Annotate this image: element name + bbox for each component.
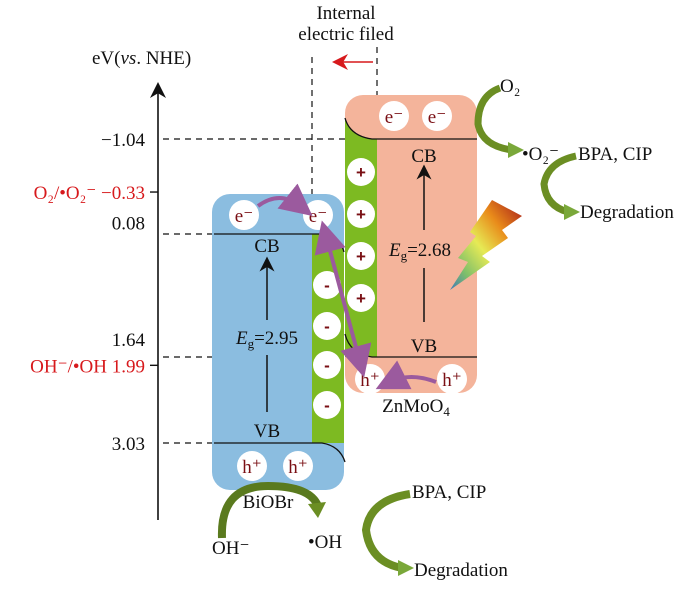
svg-text:e⁻: e⁻ xyxy=(309,206,327,227)
positive-charge: + xyxy=(347,242,375,270)
znmoo4-cb-label: CB xyxy=(411,146,436,167)
znmoo4-bandgap-label: Eg=2.68 xyxy=(388,240,451,263)
svg-text:+: + xyxy=(356,289,366,308)
biobr-box xyxy=(212,194,344,490)
reaction-labels: O₂ •O₂⁻ BPA, CIP Degradation OH⁻ •OH BPA… xyxy=(212,76,674,581)
hydroxide-label: OH⁻ xyxy=(212,538,249,559)
znmoo4-box xyxy=(345,95,477,393)
svg-text:-: - xyxy=(324,356,330,375)
biobr-hole: h⁺ xyxy=(237,451,267,481)
internal-field-line2: electric filed xyxy=(298,24,394,45)
superoxide-label: •O₂⁻ xyxy=(522,144,559,165)
positive-charge: + xyxy=(347,158,375,186)
charge-transfer-arrows xyxy=(256,183,437,390)
svg-text:h⁺: h⁺ xyxy=(288,457,308,478)
oh-oxidation-arrow xyxy=(217,481,322,539)
biobr-bandgap-label: Eg=2.95 xyxy=(235,328,298,351)
tick-label: 0.08 xyxy=(112,214,145,235)
tick-label: O₂/•O₂⁻ −0.33 xyxy=(34,183,145,204)
znmoo4-cb-line xyxy=(344,117,477,140)
biobr-electron: e⁻ xyxy=(229,200,259,230)
biobr-cb-label: CB xyxy=(254,236,279,257)
degradation-arrow-bottom xyxy=(361,490,411,572)
svg-text:e⁻: e⁻ xyxy=(428,107,446,128)
biobr-hole: h⁺ xyxy=(283,451,313,481)
biobr-electron: e⁻ xyxy=(303,200,333,230)
svg-text:+: + xyxy=(356,163,366,182)
svg-text:-: - xyxy=(324,276,330,295)
biobr-name: BiOBr xyxy=(243,492,294,513)
znmoo4-vb-label: VB xyxy=(411,336,437,357)
znmoo4-electron: e⁻ xyxy=(422,101,452,131)
reaction-arrows xyxy=(217,84,580,576)
svg-text:+: + xyxy=(356,247,366,266)
znmoo4-name: ZnMoO4 xyxy=(382,396,450,419)
svg-text:e⁻: e⁻ xyxy=(385,107,403,128)
axis-label: eV(vs. NHE) xyxy=(92,48,191,69)
hydroxyl-label: •OH xyxy=(308,532,342,553)
positive-charge: + xyxy=(347,200,375,228)
tick-label: OH⁻/•OH 1.99 xyxy=(30,356,145,377)
oh-oxidation-arrowhead xyxy=(308,502,326,518)
svg-text:h⁺: h⁺ xyxy=(242,457,262,478)
electron-transfer-arrow-biobr xyxy=(256,183,313,216)
tick-label: 1.64 xyxy=(112,330,146,351)
svg-text:h⁺: h⁺ xyxy=(360,370,380,391)
positive-charge: + xyxy=(347,284,375,312)
degradation-arrow-top xyxy=(540,152,577,216)
degradation-label-bottom: Degradation xyxy=(414,560,508,581)
biobr-vb-label: VB xyxy=(254,421,280,442)
z-scheme-recombination-arrow xyxy=(314,220,372,378)
hole-transfer-arrow-znmoo4 xyxy=(375,360,437,390)
o2-label: O₂ xyxy=(500,76,520,97)
tick-label: 3.03 xyxy=(112,434,145,455)
znmoo4-hole: h⁺ xyxy=(355,364,385,394)
svg-text:h⁺: h⁺ xyxy=(442,370,462,391)
svg-text:+: + xyxy=(356,205,366,224)
degradation-arrowhead-top xyxy=(564,204,580,220)
negative-charge: - xyxy=(313,351,341,379)
o2-reduction-arrowhead xyxy=(508,142,524,158)
negative-charge: - xyxy=(313,391,341,419)
degradation-arrowhead-bottom xyxy=(398,560,414,576)
energy-axis: eV(vs. NHE) xyxy=(92,48,191,520)
biobr-vb-line xyxy=(214,442,346,463)
o2-reduction-arrow xyxy=(474,84,513,154)
pollutants-label-top: BPA, CIP xyxy=(578,144,652,165)
svg-text:-: - xyxy=(324,317,330,336)
negative-charge: - xyxy=(313,312,341,340)
tick-label: −1.04 xyxy=(101,130,145,151)
internal-field-line1: Internal xyxy=(316,3,375,24)
degradation-label-top: Degradation xyxy=(580,202,674,223)
znmoo4-electron: e⁻ xyxy=(379,101,409,131)
svg-text:-: - xyxy=(324,396,330,415)
svg-text:e⁻: e⁻ xyxy=(235,206,253,227)
pollutants-label-bottom: BPA, CIP xyxy=(412,482,486,503)
lightning-bolt-icon xyxy=(450,200,522,290)
znmoo4-hole: h⁺ xyxy=(437,364,467,394)
